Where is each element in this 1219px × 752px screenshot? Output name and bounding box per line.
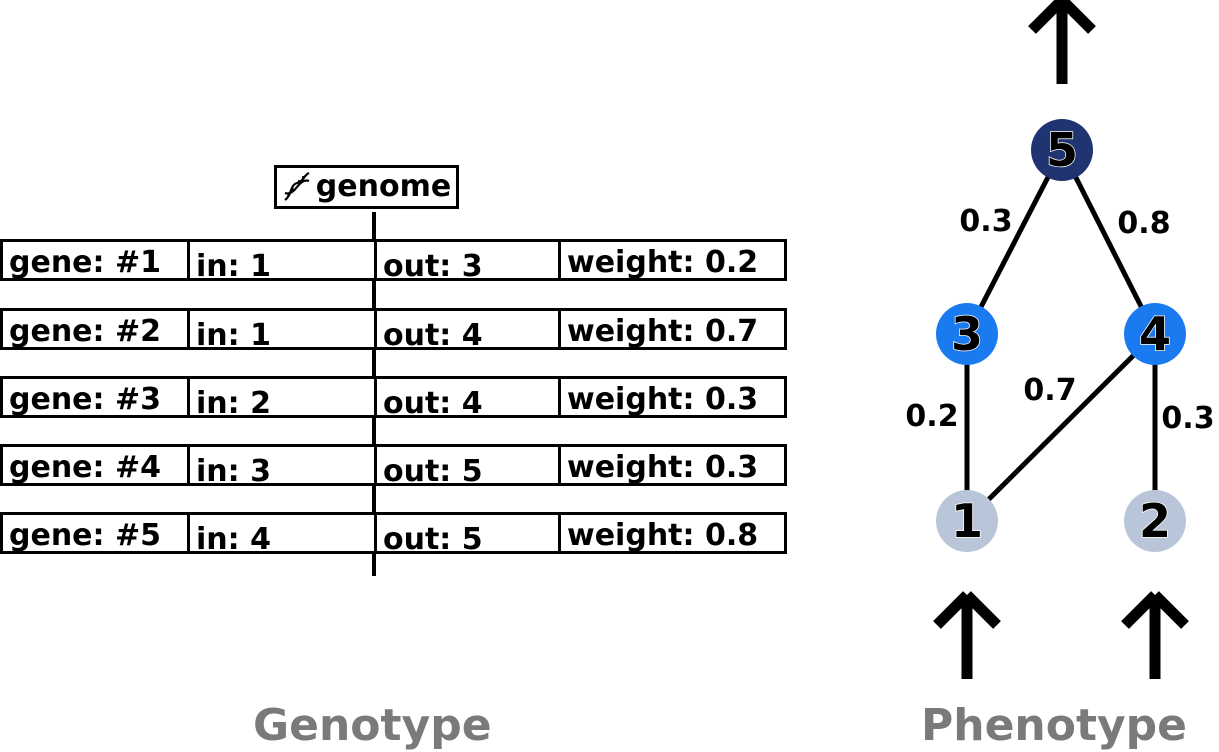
node-label: 2 [1139,494,1171,548]
gene-in-cell: in: 1 [187,239,377,281]
edge-weight-label: 0.3 [959,204,1012,239]
input-2-arrow-up-icon [1125,595,1185,679]
node-circle [1031,119,1093,181]
node-2: 2 [1124,490,1186,552]
gene-in-cell: in: 2 [187,376,377,418]
node-label: 4 [1139,307,1171,361]
phenotype-title: Phenotype [921,700,1188,751]
gene-in-cell: in: 4 [187,512,377,554]
gene-out-cell: out: 4 [374,376,561,418]
genome-header: genome [274,165,459,209]
node-circle [1124,303,1186,365]
node-5: 5 [1031,119,1093,181]
node-label: 5 [1046,123,1078,177]
gene-in-cell: in: 1 [187,308,377,350]
output-arrow-up-icon [1032,0,1092,84]
node-4: 4 [1124,303,1186,365]
gene-out-cell: out: 5 [374,444,561,486]
node-3: 3 [936,303,998,365]
genotype-title: Genotype [253,700,492,751]
edge-weight-label: 0.7 [1023,373,1076,408]
gene-out-cell: out: 4 [374,308,561,350]
edge-3-5 [964,148,1065,336]
gene-out-cell: out: 5 [374,512,561,554]
node-circle [1124,490,1186,552]
gene-id-cell: gene: #3 [0,376,190,418]
edge-1-4 [965,332,1157,523]
gene-weight-cell: weight: 0.3 [558,444,787,486]
gene-weight-cell: weight: 0.2 [558,239,787,281]
edge-weight-label: 0.2 [905,399,958,434]
edge-4-5 [1059,148,1158,336]
gene-out-cell: out: 3 [374,239,561,281]
gene-id-cell: gene: #2 [0,308,190,350]
edge-weight-label: 0.8 [1117,206,1170,241]
gene-in-cell: in: 3 [187,444,377,486]
gene-id-cell: gene: #5 [0,512,190,554]
gene-weight-cell: weight: 0.3 [558,376,787,418]
gene-weight-cell: weight: 0.8 [558,512,787,554]
node-1: 1 [936,490,998,552]
gene-id-cell: gene: #1 [0,239,190,281]
node-circle [936,490,998,552]
gene-weight-cell: weight: 0.7 [558,308,787,350]
node-label: 3 [951,307,983,361]
input-1-arrow-up-icon [937,595,997,679]
node-label: 1 [951,494,983,548]
gene-id-cell: gene: #4 [0,444,190,486]
genome-label: genome [315,169,452,204]
dna-icon [282,171,312,203]
node-circle [936,303,998,365]
edge-weight-label: 0.3 [1161,401,1214,436]
